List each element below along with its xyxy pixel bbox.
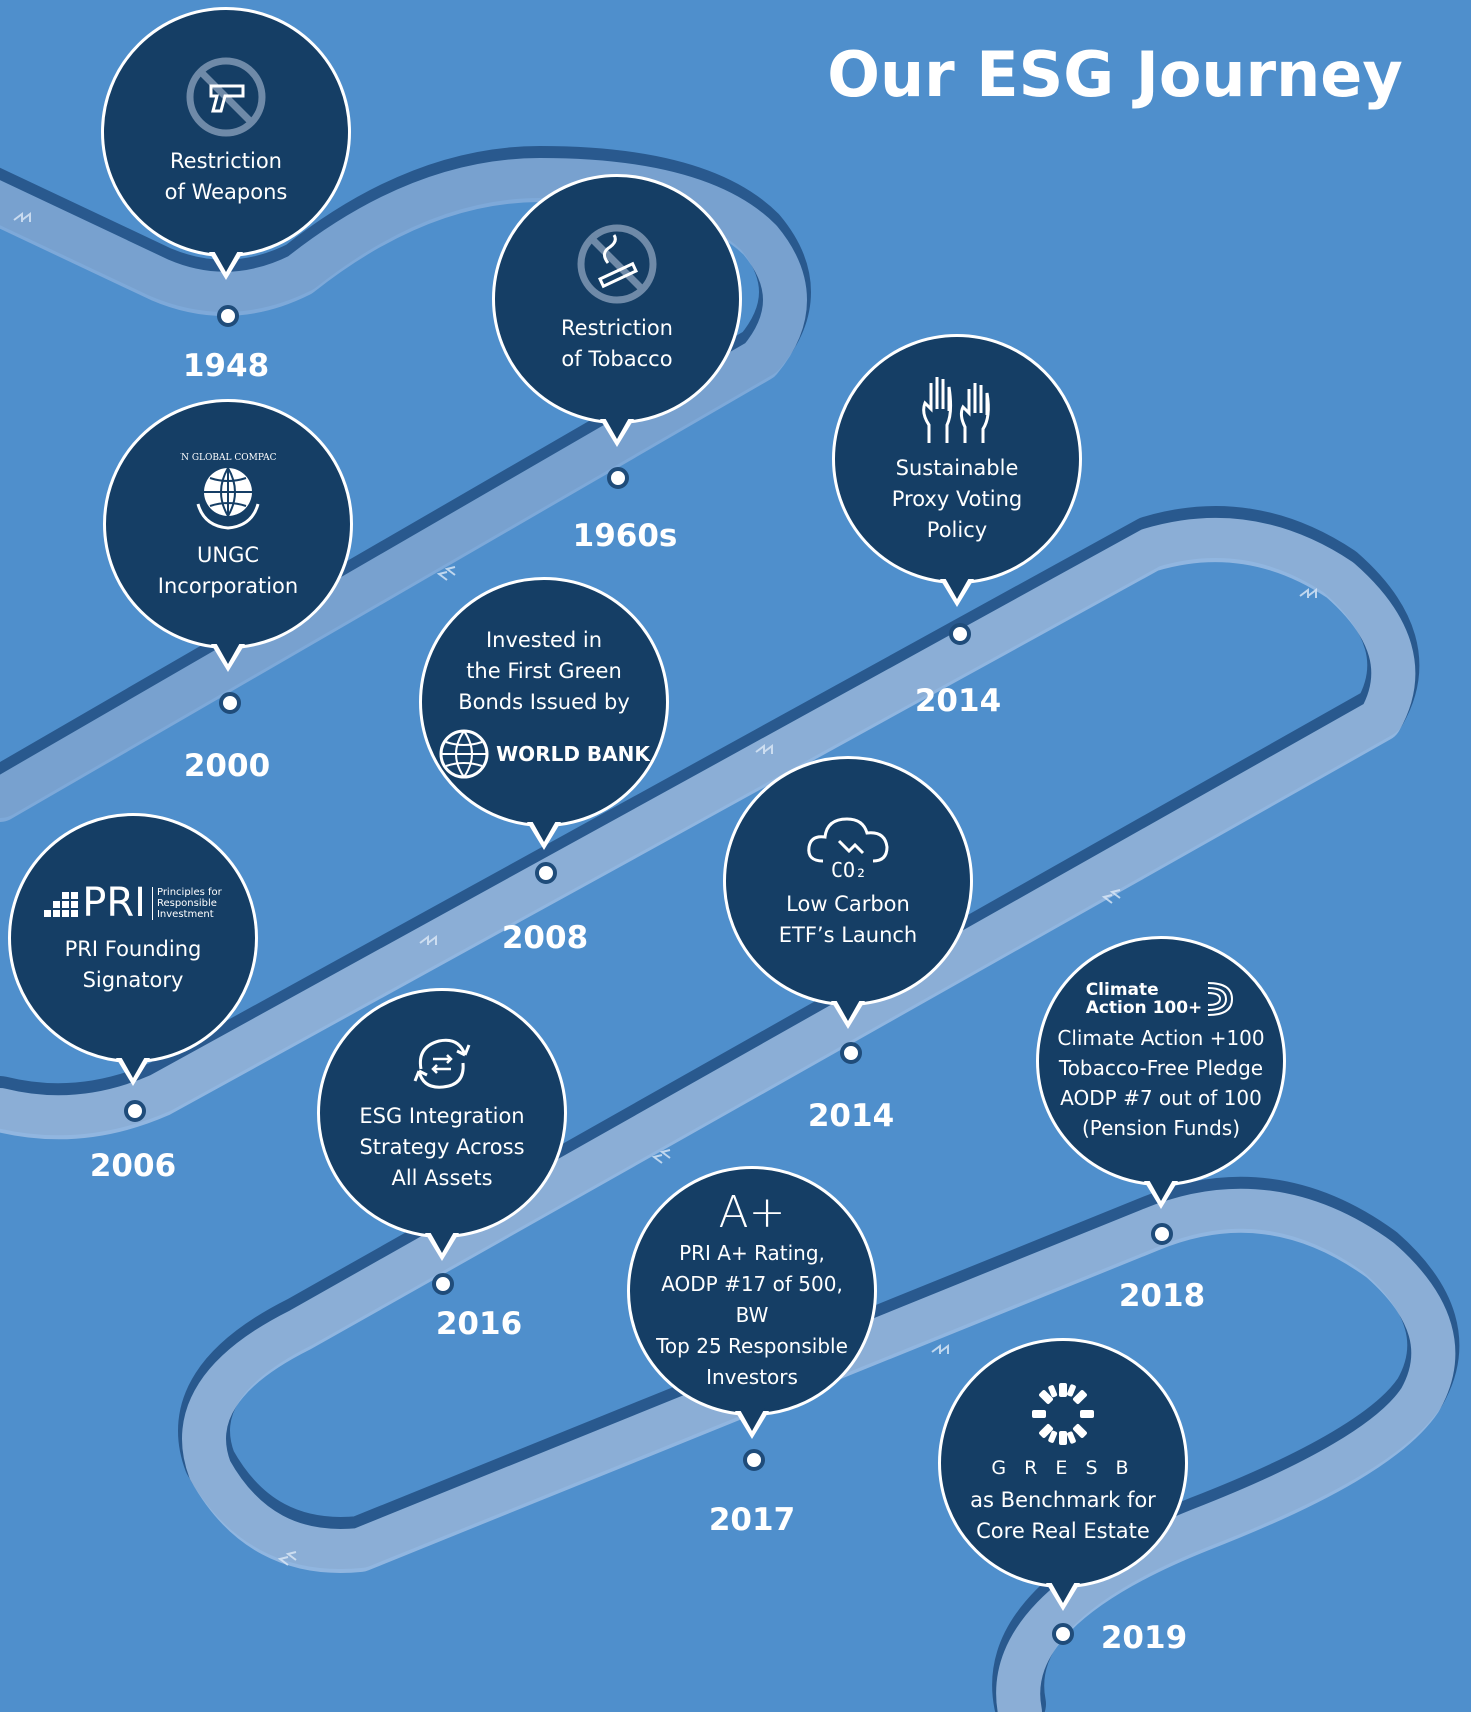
raised-hands-icon bbox=[922, 376, 990, 443]
logo-text: CO₂ bbox=[831, 858, 867, 881]
milestone-year: 2014 bbox=[914, 683, 1002, 719]
road-chevrons bbox=[13, 212, 1317, 1566]
timeline-marker bbox=[607, 467, 629, 489]
pri-bars-icon bbox=[44, 892, 79, 917]
gresb-logo-text: G R E S B bbox=[991, 1457, 1135, 1479]
a-plus-rating-icon: A+ bbox=[718, 1186, 786, 1238]
milestone-text: PRI A+ Rating, AODP #17 of 500, BW Top 2… bbox=[656, 1240, 848, 1389]
milestone-text: Climate Action +100 Tobacco-Free Pledge … bbox=[1057, 1026, 1265, 1140]
timeline-marker bbox=[432, 1273, 454, 1295]
road-segment-1 bbox=[0, 158, 807, 822]
timeline-marker bbox=[949, 623, 971, 645]
milestone-year: 2017 bbox=[708, 1502, 796, 1538]
logo-text: WORLD BANK bbox=[496, 741, 650, 766]
milestone-text: ESG Integration Strategy Across All Asse… bbox=[359, 1103, 525, 1190]
milestone-text: as Benchmark for Core Real Estate bbox=[970, 1488, 1156, 1543]
un-global-compact-logo: UN GLOBAL COMPACT bbox=[180, 453, 276, 530]
bubble-pointer bbox=[1144, 1178, 1178, 1209]
no-weapons-icon bbox=[186, 57, 266, 137]
milestone-bubble-2014-proxy-voting: Sustainable Proxy Voting Policy bbox=[832, 334, 1082, 607]
bubble-pointer bbox=[1046, 1580, 1080, 1611]
bubble-pointer bbox=[735, 1408, 769, 1439]
bubble-pointer bbox=[211, 641, 245, 672]
milestone-text: Sustainable Proxy Voting Policy bbox=[891, 455, 1023, 542]
milestone-text: Restriction of Weapons bbox=[164, 149, 288, 204]
milestone-year: 2008 bbox=[501, 920, 589, 956]
bubble-pointer bbox=[425, 1230, 459, 1261]
milestone-year: 1960s bbox=[572, 518, 678, 554]
milestone-text: UNGC Incorporation bbox=[157, 543, 299, 598]
timeline-marker bbox=[1052, 1623, 1074, 1645]
timeline-marker bbox=[743, 1449, 765, 1471]
milestone-bubble-2006: PRI Principles for Responsible Investmen… bbox=[8, 813, 258, 1086]
page-title: Our ESG Journey bbox=[827, 38, 1403, 111]
milestone-text: Low Carbon ETF’s Launch bbox=[778, 892, 918, 947]
milestone-year: 2016 bbox=[435, 1306, 523, 1342]
bubble-pointer bbox=[600, 416, 634, 447]
timeline-marker bbox=[535, 862, 557, 884]
globe-icon bbox=[439, 729, 489, 778]
logo-text: UN GLOBAL COMPACT bbox=[180, 453, 276, 463]
bubble-pointer bbox=[940, 576, 974, 607]
world-bank-logo: WORLD BANK bbox=[438, 728, 650, 780]
milestone-text: Invested in the First Green Bonds Issued… bbox=[458, 627, 630, 714]
bubble-pointer bbox=[831, 998, 865, 1029]
milestone-year: 1948 bbox=[182, 348, 270, 384]
bubble-pointer bbox=[116, 1055, 150, 1086]
timeline-marker bbox=[124, 1100, 146, 1122]
milestone-year: 2018 bbox=[1118, 1278, 1206, 1314]
milestone-bubble-2017: A+ PRI A+ Rating, AODP #17 of 500, BW To… bbox=[627, 1166, 877, 1439]
road-segment-2 bbox=[0, 518, 1456, 1712]
logo-text: Climate Action 100+ bbox=[1085, 980, 1203, 1018]
timeline-marker bbox=[219, 692, 241, 714]
pri-logo: PRI Principles for Responsible Investmen… bbox=[44, 880, 222, 926]
timeline-marker bbox=[1151, 1223, 1173, 1245]
timeline-marker bbox=[217, 305, 239, 327]
milestone-text: Restriction of Tobacco bbox=[561, 316, 673, 371]
milestone-bubble-2000: UN GLOBAL COMPACT UNGC Incorporation bbox=[103, 399, 353, 672]
milestone-year: 2019 bbox=[1100, 1620, 1188, 1656]
milestone-year: 2006 bbox=[89, 1148, 177, 1184]
integration-cycle-icon bbox=[413, 1038, 471, 1089]
milestone-bubble-2019: G R E S B as Benchmark for Core Real Est… bbox=[938, 1338, 1188, 1611]
milestone-text: PRI Founding Signatory bbox=[64, 937, 202, 992]
milestone-year: 2000 bbox=[183, 748, 271, 784]
milestone-bubble-2014-low-carbon: CO₂ Low Carbon ETF’s Launch bbox=[723, 756, 973, 1029]
bubble-pointer bbox=[527, 819, 561, 850]
co2-cloud-icon: CO₂ bbox=[807, 817, 889, 881]
gresb-ring-icon bbox=[1032, 1383, 1094, 1445]
logo-subtext: Principles for Responsible Investment bbox=[151, 886, 222, 920]
milestone-bubble-2018: Climate Action 100+ Climate Action +100 … bbox=[1036, 936, 1286, 1209]
timeline-marker bbox=[840, 1042, 862, 1064]
milestone-year: 2014 bbox=[807, 1098, 895, 1134]
arc-rings-icon bbox=[1208, 982, 1234, 1016]
milestone-bubble-2008: Invested in the First Green Bonds Issued… bbox=[419, 577, 669, 850]
milestone-bubble-1960s: Restriction of Tobacco bbox=[492, 174, 742, 447]
no-smoking-icon bbox=[577, 224, 657, 304]
bubble-pointer bbox=[209, 249, 243, 280]
milestone-bubble-1948: Restriction of Weapons bbox=[101, 7, 351, 280]
milestone-bubble-2016: ESG Integration Strategy Across All Asse… bbox=[317, 988, 567, 1261]
climate-action-100-logo: Climate Action 100+ bbox=[1086, 979, 1237, 1019]
logo-text: PRI bbox=[82, 880, 146, 926]
